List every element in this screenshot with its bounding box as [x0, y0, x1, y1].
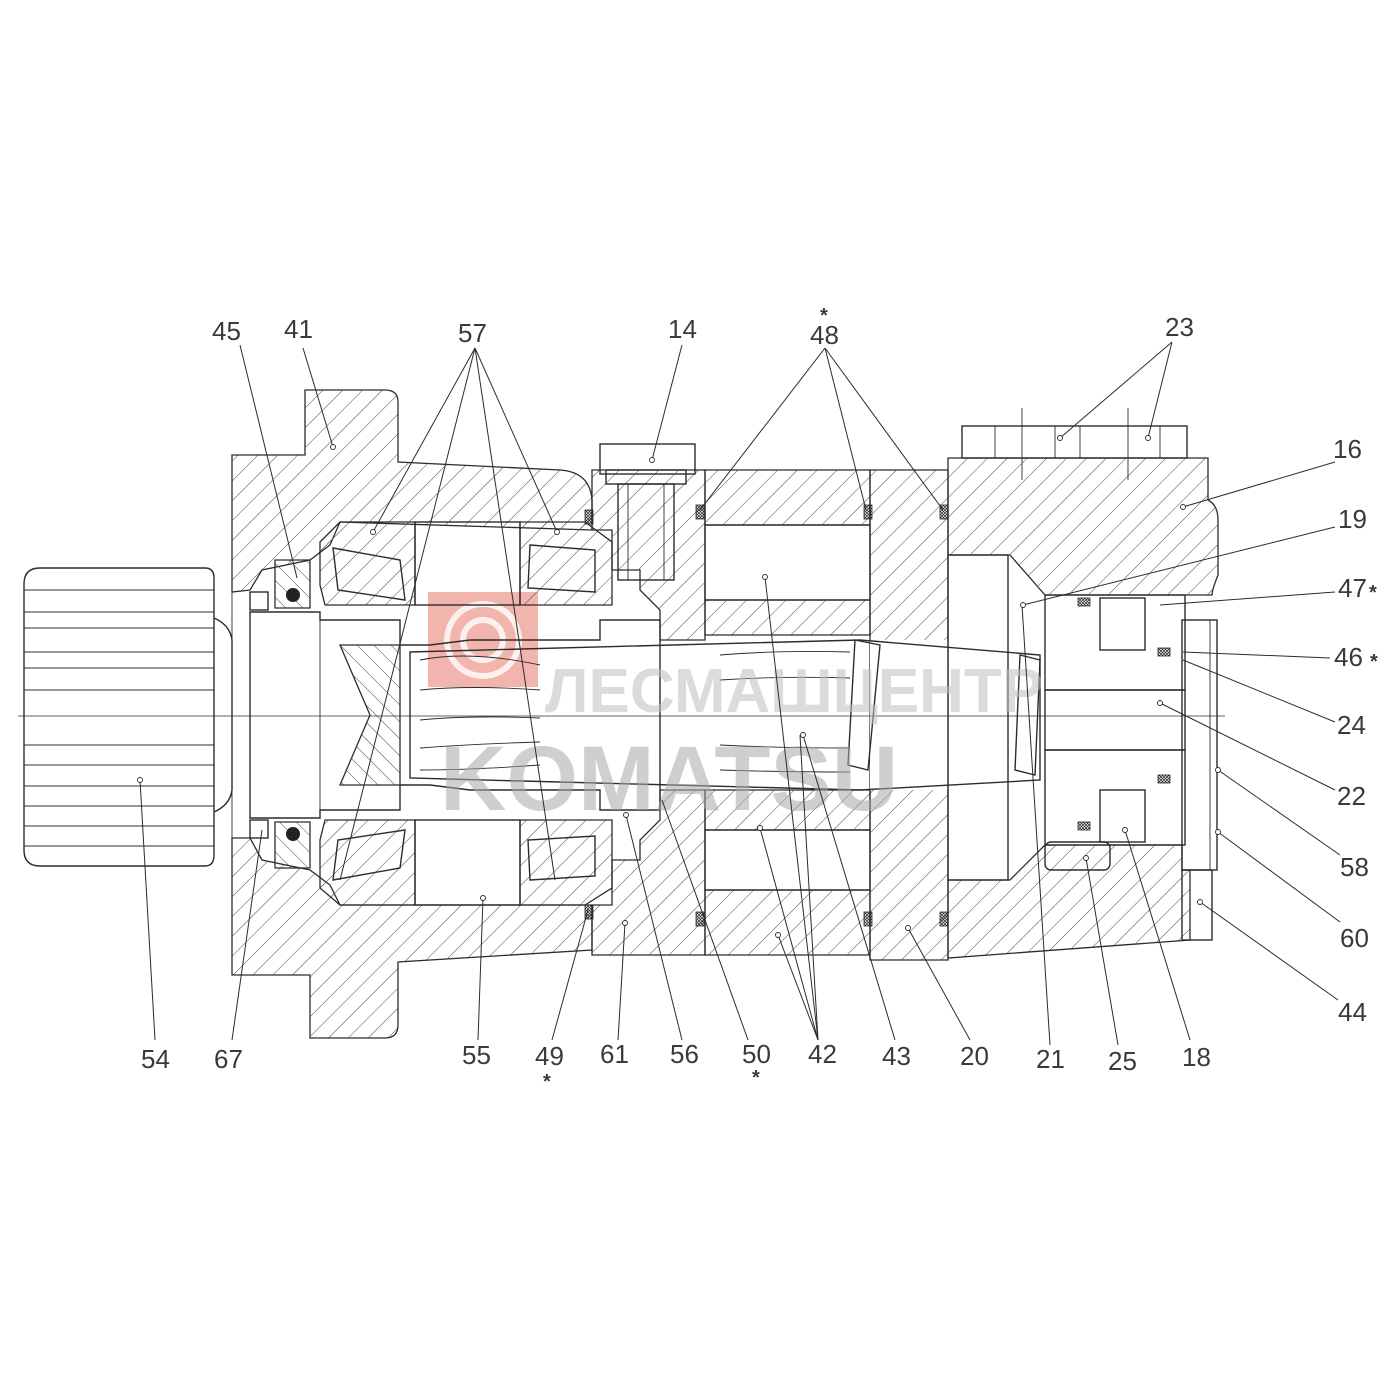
callout-50-asterisk: *	[752, 1067, 760, 1089]
callout-25: 25	[1108, 1046, 1137, 1076]
watermark-line2: KOMATSU	[440, 728, 898, 830]
callout-49-asterisk: *	[543, 1071, 551, 1093]
callout-43: 43	[882, 1041, 911, 1071]
callout-67: 67	[214, 1044, 243, 1074]
callout-16: 16	[1333, 434, 1362, 464]
callout-41: 41	[284, 314, 313, 344]
callout-19: 19	[1338, 504, 1367, 534]
callout-50: 50	[742, 1039, 771, 1069]
callout-48-asterisk: *	[820, 305, 828, 327]
callout-labels: 45 41 57 14 * 48 23 16 19 47 * 46 * 24 2…	[141, 305, 1378, 1093]
shaft-seal-bottom	[249, 819, 311, 869]
callout-46-asterisk: *	[1370, 651, 1378, 673]
gerotor-set	[704, 469, 949, 961]
callout-58: 58	[1340, 852, 1369, 882]
o-rings	[584, 504, 1171, 927]
callout-48: 48	[810, 320, 839, 350]
callout-22: 22	[1337, 781, 1366, 811]
tapered-roller-bearing-rear-bottom	[519, 819, 613, 906]
callout-56: 56	[670, 1039, 699, 1069]
callout-47-asterisk: *	[1369, 582, 1377, 604]
callout-60: 60	[1340, 923, 1369, 953]
tapered-roller-bearing-front-top	[319, 521, 416, 606]
spline-shaft-end	[23, 567, 233, 867]
bearing-spacer	[414, 521, 521, 906]
callout-20: 20	[960, 1041, 989, 1071]
shaft-seal-top	[249, 559, 311, 611]
callout-23: 23	[1165, 312, 1194, 342]
callout-18: 18	[1182, 1042, 1211, 1072]
leader-lines	[139, 341, 1341, 1046]
valve-housing-center	[591, 469, 706, 956]
cardan-drive-link	[409, 639, 1041, 791]
callout-14: 14	[668, 314, 697, 344]
callout-21: 21	[1036, 1044, 1065, 1074]
callout-61: 61	[600, 1039, 629, 1069]
leader-dots	[137, 435, 1221, 938]
front-flange-housing	[231, 389, 593, 1039]
callout-47: 47	[1338, 573, 1367, 603]
drive-shaft	[249, 611, 661, 819]
watermark-line1: ЛЕСМАШЦЕНТР	[545, 657, 1043, 726]
callout-44: 44	[1338, 997, 1367, 1027]
callout-55: 55	[462, 1040, 491, 1070]
watermark-text: ЛЕСМАШЦЕНТР KOMATSU	[440, 657, 1043, 830]
callout-42: 42	[808, 1039, 837, 1069]
end-cover-plate	[1181, 619, 1218, 941]
callout-54: 54	[141, 1044, 170, 1074]
callout-57: 57	[458, 318, 487, 348]
tapered-roller-bearing-rear-top	[519, 521, 613, 606]
rear-end-cap	[947, 457, 1219, 959]
callout-46: 46	[1334, 642, 1363, 672]
callout-24: 24	[1337, 710, 1366, 740]
callout-45: 45	[212, 316, 241, 346]
tapered-roller-bearing-front-bottom	[319, 819, 416, 906]
drain-plug	[599, 443, 696, 581]
callout-49: 49	[535, 1041, 564, 1071]
